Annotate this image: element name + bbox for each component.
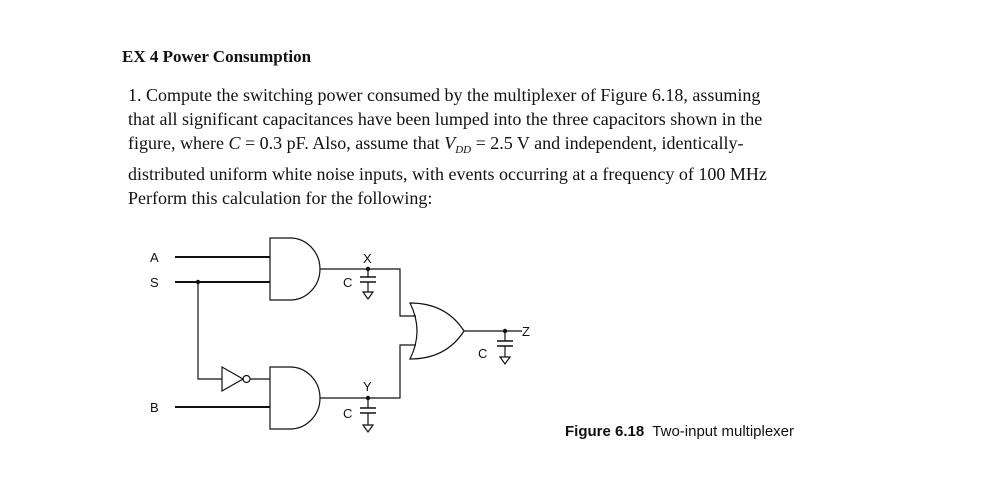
problem-line-1: 1. Compute the switching power consumed … xyxy=(128,85,761,105)
section-heading: EX 4 Power Consumption xyxy=(122,47,312,66)
node-label-y: Y xyxy=(363,379,372,394)
or-gate xyxy=(409,302,465,360)
and-gate-bottom xyxy=(269,366,321,430)
junction-x xyxy=(365,266,371,272)
cap-label-y: C xyxy=(343,406,352,421)
cap-label-x: C xyxy=(343,275,352,290)
capacitor-z xyxy=(497,331,513,366)
node-label-z: Z xyxy=(522,324,530,339)
figure-number: Figure 6.18 xyxy=(565,423,645,440)
problem-line-3-start: figure, where xyxy=(128,133,229,153)
figure-caption: Figure 6.18 Two-input multiplexer xyxy=(565,423,794,440)
input-label-b: B xyxy=(150,400,159,415)
wire-s-branch xyxy=(197,282,222,380)
problem-statement: 1. Compute the switching power consumed … xyxy=(128,83,888,210)
and-gate-top xyxy=(269,237,321,301)
problem-line-3-mid: = 0.3 pF. Also, assume that xyxy=(240,133,445,153)
capacitor-x xyxy=(360,269,376,301)
problem-line-3-end: = 2.5 V and independent, identically- xyxy=(471,133,744,153)
supply-voltage-symbol: V xyxy=(444,133,456,153)
problem-line-3: figure, where C = 0.3 pF. Also, assume t… xyxy=(128,131,888,162)
junction-s xyxy=(195,279,201,285)
junction-z xyxy=(502,328,508,334)
input-label-s: S xyxy=(150,275,159,290)
cap-label-z: C xyxy=(478,346,487,361)
capacitance-symbol: C xyxy=(228,133,241,153)
supply-voltage-subscript: DD xyxy=(455,144,472,156)
problem-line-4: distributed uniform white noise inputs, … xyxy=(128,164,767,184)
problem-line-5: Perform this calculation for the followi… xyxy=(128,188,433,208)
problem-line-2: that all significant capacitances have b… xyxy=(128,109,763,129)
junction-y xyxy=(365,395,371,401)
capacitor-y xyxy=(360,398,376,434)
wire-x xyxy=(320,268,416,317)
node-label-x: X xyxy=(363,251,372,266)
inverter-gate xyxy=(221,365,245,393)
input-label-a: A xyxy=(150,250,159,265)
figure-title: Two-input multiplexer xyxy=(652,423,795,440)
wire-y xyxy=(320,344,416,399)
